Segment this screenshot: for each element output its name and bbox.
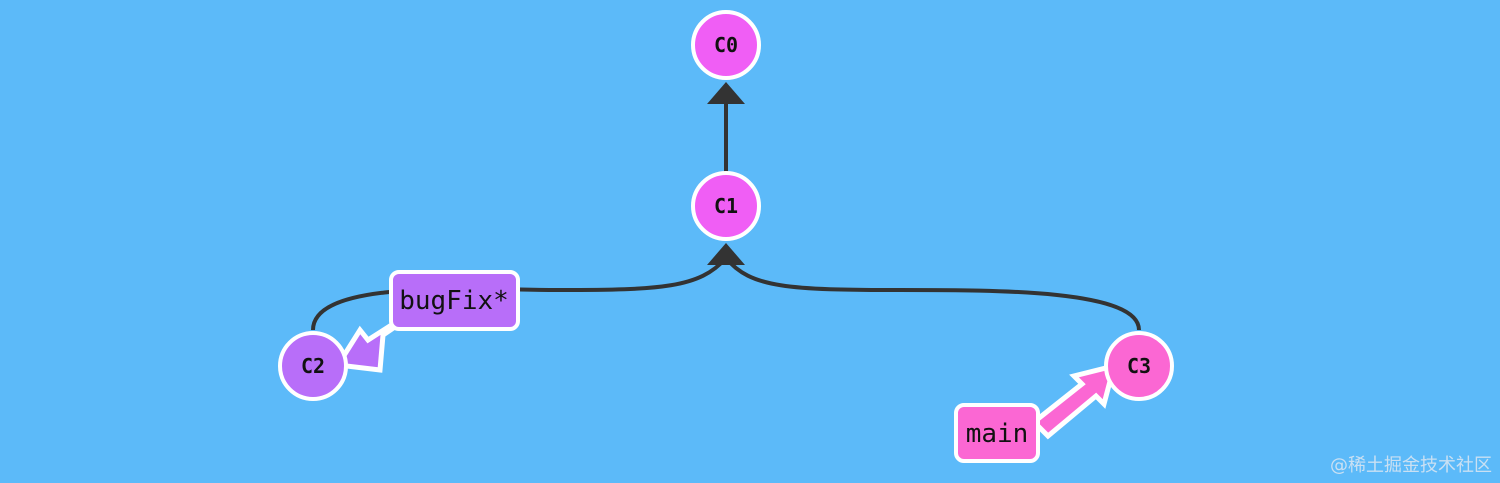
commit-c1[interactable]: C1 <box>691 171 761 241</box>
branch-bugfix-label: bugFix* <box>399 286 509 316</box>
branch-main-label: main <box>966 419 1029 449</box>
commit-c0[interactable]: C0 <box>691 10 761 80</box>
commit-c3[interactable]: C3 <box>1104 331 1174 401</box>
arrowhead-c1 <box>707 243 745 265</box>
commit-c0-label: C0 <box>714 33 738 57</box>
watermark: @稀土掘金技术社区 <box>1330 455 1492 476</box>
bugfix-arrow <box>333 317 407 373</box>
arrowhead-c0 <box>707 82 745 104</box>
branch-arrows <box>333 317 1118 440</box>
main-arrow <box>1030 362 1118 440</box>
edges <box>311 82 1141 331</box>
edge-c2-c1 <box>311 256 728 331</box>
branch-bugfix[interactable]: bugFix* <box>389 270 520 331</box>
branch-main[interactable]: main <box>954 403 1040 463</box>
edge-c3-c1 <box>724 256 1141 331</box>
commit-c2[interactable]: C2 <box>278 331 348 401</box>
commit-c2-label: C2 <box>301 354 325 378</box>
commit-c3-label: C3 <box>1127 354 1151 378</box>
commit-c1-label: C1 <box>714 194 738 218</box>
